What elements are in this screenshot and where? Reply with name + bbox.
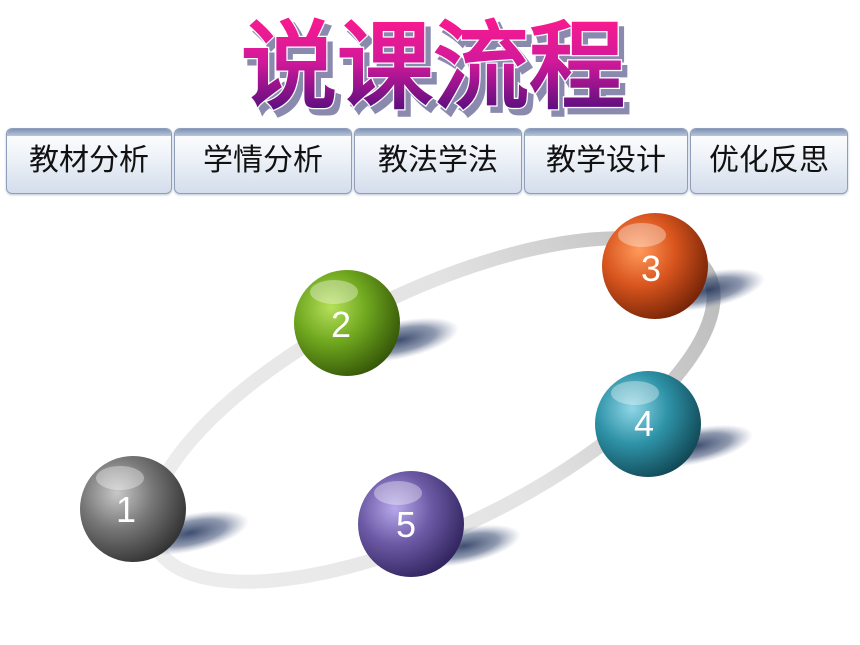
step-4-ball[interactable]: 4 — [595, 371, 701, 477]
tab-header-strip — [175, 129, 351, 136]
step-ball-sphere — [602, 213, 708, 319]
tab-teaching-material-analysis[interactable]: 教材分析 — [6, 128, 172, 194]
step-1-label: 1 — [116, 489, 136, 530]
step-3-ball[interactable]: 3 — [602, 213, 708, 319]
tab-header-strip — [691, 129, 847, 136]
tab-optimization-reflection[interactable]: 优化反思 — [690, 128, 848, 194]
step-ball-highlight — [310, 280, 358, 304]
step-ball-sphere — [595, 371, 701, 477]
step-ball-highlight — [374, 481, 422, 505]
tab-header-strip — [355, 129, 521, 136]
tab-student-analysis[interactable]: 学情分析 — [174, 128, 352, 194]
tab-header-strip — [525, 129, 687, 136]
tab-header-strip — [7, 129, 171, 136]
flow-tab-bar: 教材分析 学情分析 教法学法 教学设计 优化反思 — [6, 128, 848, 196]
tab-teaching-methods[interactable]: 教法学法 — [354, 128, 522, 194]
tab-label: 学情分析 — [203, 143, 323, 178]
step-4-label: 4 — [634, 403, 654, 444]
step-3-label: 3 — [641, 248, 661, 289]
page-title: 说课流程 — [246, 17, 630, 127]
step-2-label: 2 — [331, 304, 351, 345]
step-ball-highlight — [96, 466, 144, 490]
step-2-ball[interactable]: 2 — [294, 270, 400, 376]
page-title-front: 说课流程 — [241, 11, 625, 123]
step-ball-highlight — [618, 223, 666, 247]
tab-label: 教材分析 — [29, 143, 149, 178]
tab-label: 教法学法 — [378, 143, 498, 178]
step-ball-sphere — [294, 270, 400, 376]
step-5-label: 5 — [396, 504, 416, 545]
step-ball-sphere — [80, 456, 186, 562]
page-title-graphic: 说课流程 说课流程 — [240, 10, 632, 127]
step-5-ball[interactable]: 5 — [358, 471, 464, 577]
step-1-ball[interactable]: 1 — [80, 456, 186, 562]
step-ball-highlight — [611, 381, 659, 405]
tab-teaching-design[interactable]: 教学设计 — [524, 128, 688, 194]
tab-label: 教学设计 — [546, 143, 666, 178]
tab-label: 优化反思 — [709, 143, 829, 178]
step-ball-sphere — [358, 471, 464, 577]
